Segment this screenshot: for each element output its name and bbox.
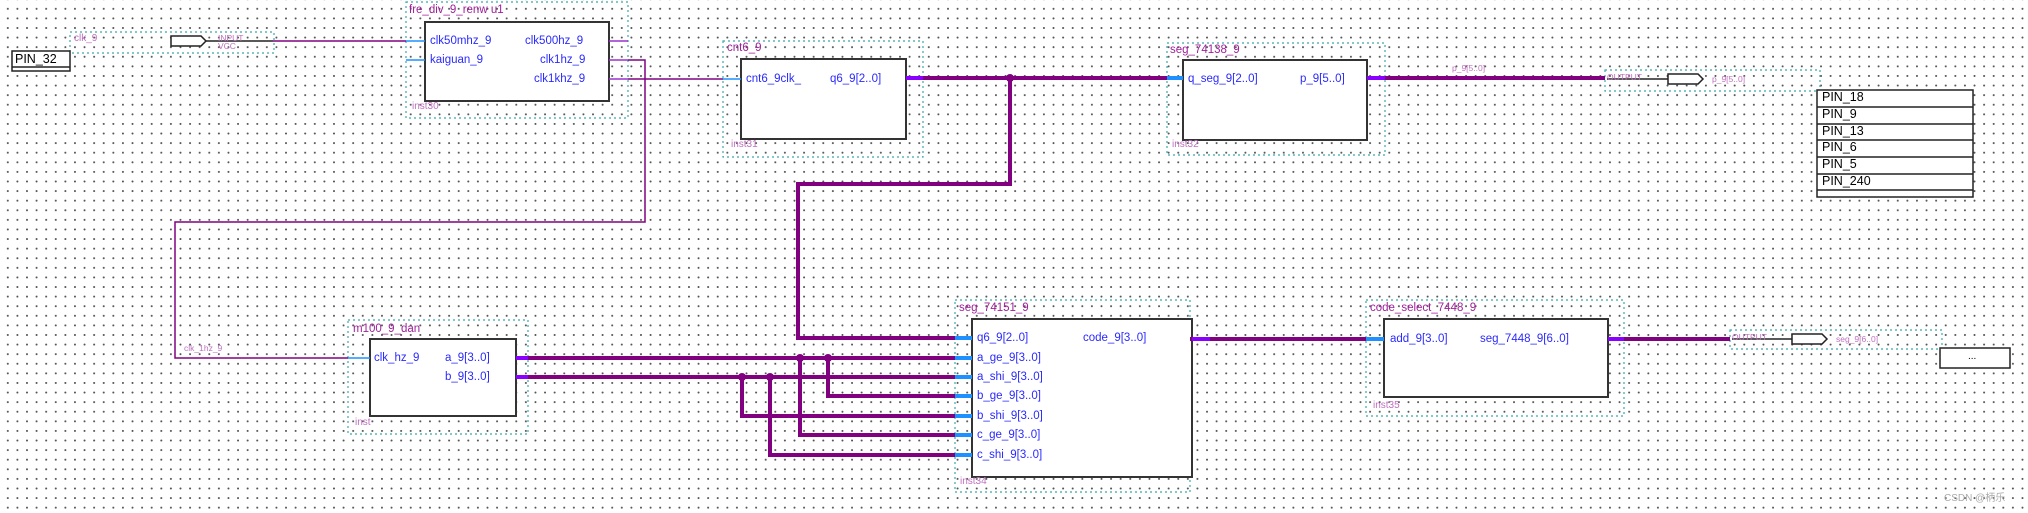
port-q6-in: q6_9[2..0] (977, 332, 1029, 344)
port-p9: p_9[5..0] (1300, 73, 1345, 85)
output-pin-p-symbol[interactable] (1667, 73, 1705, 85)
m100-title: m100_9_dan (353, 323, 421, 335)
pin-list-box (1816, 89, 1974, 198)
port-cnt6clk: cnt6_9clk_ (746, 73, 801, 85)
port-a-shi: a_shi_9[3..0] (977, 371, 1043, 383)
seg-pin-location: ... (1968, 351, 1977, 362)
bus-q6-branch (796, 78, 1012, 340)
input-pin-name: clk_9 (74, 33, 98, 44)
port-q6: q6_9[2..0] (830, 73, 882, 85)
m100-instance: inst (355, 417, 371, 428)
output-p-name: p_9[5..0] (1712, 74, 1746, 84)
output-p-type: OUTPUT (1607, 72, 1642, 82)
port-code9: code_9[3..0] (1083, 332, 1147, 344)
pin-loc-2: PIN_13 (1822, 124, 1864, 138)
output-seg-name: seg_9[6..0] (1836, 334, 1879, 344)
seg-74151-title: seg_74151_9 (959, 302, 1029, 314)
fre-div-title: fre_div_9_renw u1 (409, 4, 504, 16)
seg-74138-title: seg_74138_9 (1170, 44, 1240, 56)
port-c-shi: c_shi_9[3..0] (977, 449, 1043, 461)
port-a9: a_9[3..0] (445, 352, 490, 364)
watermark: CSDN @柄乐 (1944, 493, 2006, 504)
port-b-ge: b_ge_9[3..0] (977, 390, 1041, 402)
input-pin-type: INPUT (218, 33, 244, 43)
input-pin-frame (69, 31, 275, 54)
input-pin-default: VCC (218, 41, 236, 51)
cnt6-title: cnt6_9 (727, 42, 762, 54)
output-p-frame (1604, 69, 1821, 92)
m100-block[interactable] (369, 338, 517, 417)
pin-loc-4: PIN_5 (1822, 157, 1857, 171)
seg-pin-box (1939, 347, 2011, 369)
output-seg-type: OUTPUT (1732, 332, 1767, 342)
input-pin-symbol[interactable] (170, 35, 208, 47)
pin-loc-5: PIN_240 (1822, 174, 1871, 188)
seg-74151-instance: inst34 (960, 476, 987, 487)
port-clk500hz: clk500hz_9 (525, 35, 584, 47)
port-add9: add_9[3..0] (1390, 333, 1448, 345)
port-q-seg: q_seg_9[2..0] (1188, 73, 1258, 85)
cnt6-block[interactable] (740, 58, 907, 140)
port-clk1hz: clk1hz_9 (540, 54, 586, 66)
port-b-shi: b_shi_9[3..0] (977, 410, 1043, 422)
wire-label-clk1hz: clk_1hz_9 (184, 343, 223, 353)
seg-74138-block[interactable] (1182, 59, 1368, 141)
pin-loc-1: PIN_9 (1822, 107, 1857, 121)
seg-74151-block[interactable] (971, 318, 1193, 478)
wire-label-p9: p_9[5..0] (1452, 63, 1486, 73)
port-clk1khz: clk1khz_9 (534, 73, 586, 85)
wire-clk1hz (174, 59, 646, 359)
inst35-frame (1365, 299, 1625, 417)
pin-loc-0: PIN_18 (1822, 90, 1864, 104)
code-select-instance: inst35 (1373, 400, 1400, 411)
port-c-ge: c_ge_9[3..0] (977, 429, 1041, 441)
code-select-title: code_select_7448_9 (1370, 302, 1477, 314)
cnt6-instance: inst31 (731, 139, 758, 150)
inst31-frame (722, 40, 924, 158)
output-seg-frame (1729, 329, 1943, 350)
input-pin-location: PIN_32 (15, 52, 57, 66)
port-a-ge: a_ge_9[3..0] (977, 352, 1041, 364)
port-b9: b_9[3..0] (445, 371, 490, 383)
port-seg7448: seg_7448_9[6..0] (1480, 333, 1569, 345)
port-clk-hz: clk_hz_9 (374, 352, 420, 364)
port-kaiguan: kaiguan_9 (430, 54, 484, 66)
seg-74138-instance: inst32 (1172, 139, 1199, 150)
code-select-block[interactable] (1383, 318, 1609, 398)
pin-32-box (11, 50, 71, 72)
output-pin-seg-symbol[interactable] (1791, 333, 1829, 345)
port-clk50mhz: clk50mhz_9 (430, 35, 492, 47)
fre-div-block[interactable] (424, 21, 610, 102)
pin-loc-3: PIN_6 (1822, 140, 1857, 154)
fre-div-instance: inst30 (412, 101, 439, 112)
